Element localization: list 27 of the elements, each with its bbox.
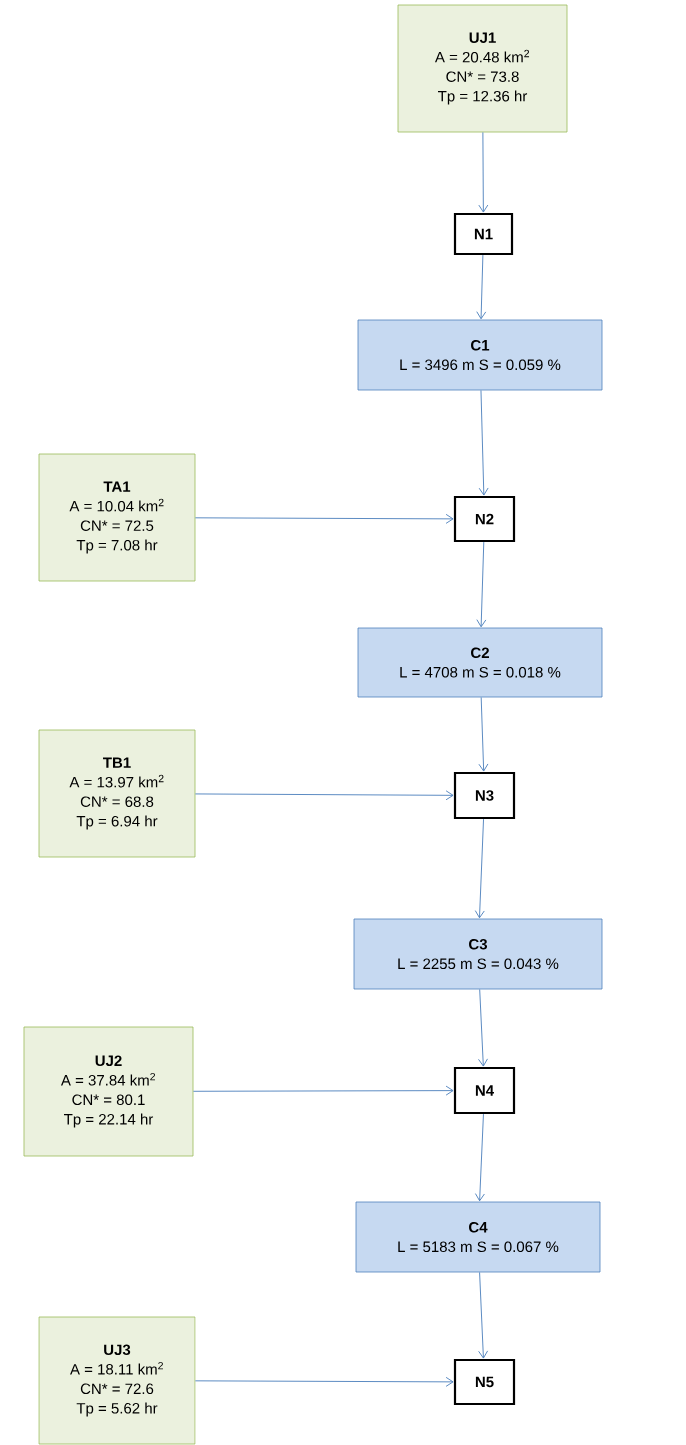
subbasin-box: TB1 A = 13.97 km$^{2}$ CN* = 68.8 Tp = 6.94 hr [38,729,196,858]
subbasin-box: UJ3 A = 18.11 km$^{2}$ CN* = 72.6 Tp = 5.62 hr [38,1316,196,1445]
junction-box: N4 [453,1066,516,1115]
arrow [478,696,489,772]
arrow [194,1376,454,1387]
arrow [194,790,454,801]
channel-box: C4 L = 5183 m S = 0.067 % [355,1201,601,1273]
channel-box: C1 L = 3496 m S = 0.059 % [357,319,603,391]
subbasin-box: UJ2 A = 37.84 km$^{2}$ CN* = 80.1 Tp = 22.14 hr [23,1026,194,1157]
arrow [478,131,489,213]
arrow [475,1113,485,1202]
junction-box: N1 [453,212,514,256]
channel-box: C3 L = 2255 m S = 0.043 % [353,918,603,990]
arrow [478,1271,489,1359]
subbasin-box: UJ1 A = 20.48 km$^{2}$ CN* = 73.8 Tp = 12.36 hr [397,4,568,133]
arrow [478,988,488,1067]
arrow [474,818,485,919]
junction-box: N2 [453,495,516,543]
channel-box: C2 L = 4708 m S = 0.018 % [357,627,603,698]
junction-box: N5 [453,1358,516,1406]
arrow [194,513,454,524]
junction-box: N3 [453,771,516,820]
arrow [476,254,487,320]
subbasin-box: TA1 A = 10.04 km$^{2}$ CN* = 72.5 Tp = 7.08 hr [38,453,196,582]
arrow [476,541,487,628]
arrow [192,1085,454,1096]
arrow [478,389,489,496]
